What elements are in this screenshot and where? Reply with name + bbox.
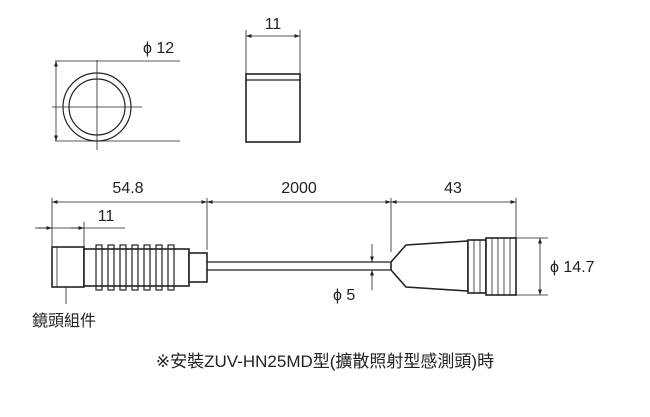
head-assembly-label: 鏡頭組件: [32, 311, 96, 330]
connector-taper: [390, 240, 469, 292]
side-view: 11: [245, 16, 301, 143]
head-diameter-label: ϕ 12: [143, 40, 174, 57]
cable-diameter-label: ϕ 5: [333, 287, 355, 304]
connector-diameter-label: ϕ 14.7: [550, 259, 595, 276]
head-tip-length-label: 11: [98, 208, 115, 225]
grip-rib: [107, 244, 115, 291]
footnote: ※安裝ZUV-HN25MD型(擴散照射型感測頭)時: [156, 352, 494, 371]
connector-length-label: 43: [444, 180, 462, 197]
grip-rib: [143, 244, 151, 291]
cable-length-label: 2000: [281, 180, 317, 197]
head-length-label: 11: [265, 16, 282, 33]
connector-nut: [485, 237, 517, 296]
grip-rib: [167, 244, 175, 291]
cable-assembly: 54.8 2000 43 11 ϕ 5: [32, 180, 595, 330]
head-assembly-length-label: 54.8: [112, 180, 143, 197]
grip-ribs: [95, 244, 175, 291]
grip-rib: [131, 244, 139, 291]
grip-rib: [119, 244, 127, 291]
connector-sleeve: [467, 239, 487, 294]
grip-rib: [95, 244, 103, 291]
front-view: ϕ 12: [52, 40, 180, 150]
side-view-body: [245, 73, 301, 143]
head-grip-body: [83, 248, 190, 287]
grip-rib: [155, 244, 163, 291]
cable-boot: [188, 252, 208, 283]
